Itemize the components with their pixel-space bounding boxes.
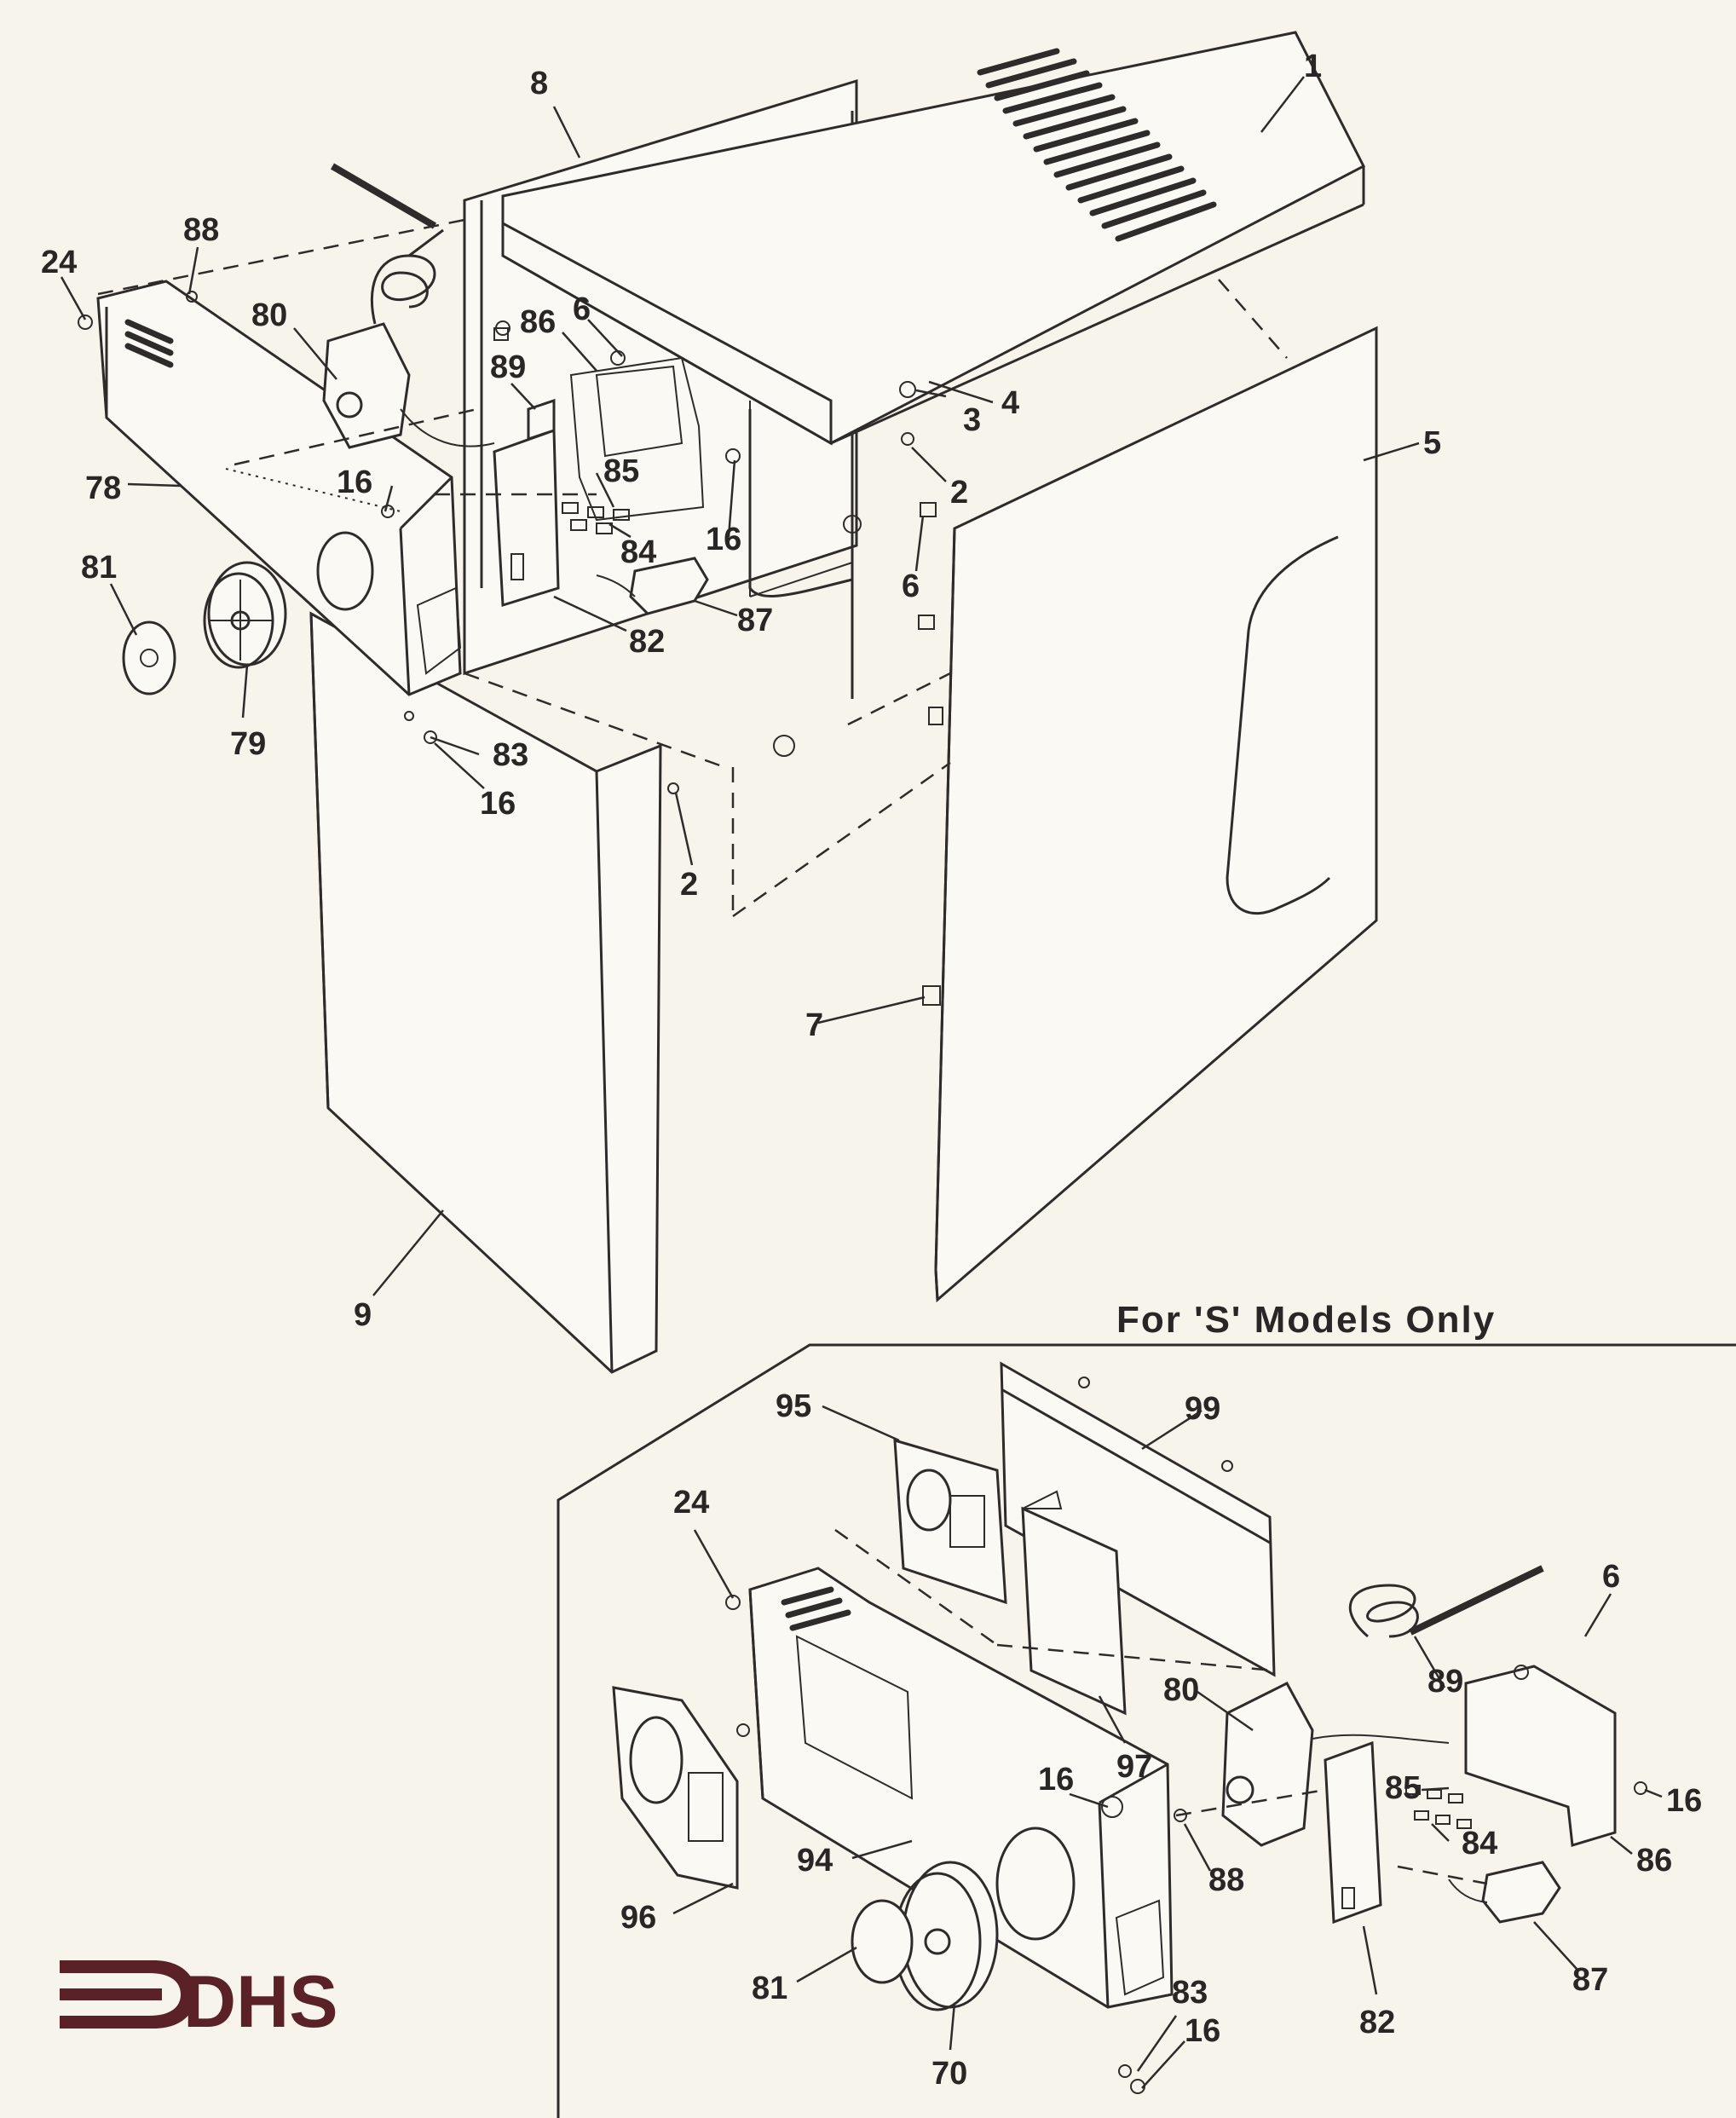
- callout-80: 80: [251, 297, 287, 333]
- part-89-block: [527, 398, 556, 441]
- callout-4: 4: [1001, 385, 1019, 421]
- callout-9: 9: [354, 1297, 372, 1333]
- callout-6b: 6: [902, 568, 920, 604]
- callout-85: 85: [603, 453, 639, 489]
- callout-89: 89: [490, 349, 526, 385]
- panel-bracket: [416, 586, 462, 675]
- callout-6a: 6: [573, 291, 591, 327]
- callout-24: 24: [41, 245, 77, 280]
- inset-callouts: 95 99 24 6 89 80 97 16 85 16 84 86 94 88…: [620, 1388, 1702, 2092]
- thermostat: [322, 163, 495, 449]
- inset-burner-87: [1481, 1861, 1561, 1924]
- inset-control-panel-94: [748, 1567, 1174, 2009]
- callout-16c: 16: [480, 786, 516, 822]
- callout-83: 83: [493, 737, 528, 773]
- side-window: [1226, 535, 1339, 915]
- inset-callout-94: 94: [797, 1843, 833, 1878]
- fixings: [78, 291, 943, 1006]
- panel-dial-opening: [316, 531, 374, 611]
- callout-78: 78: [85, 470, 121, 506]
- inset-callout-88: 88: [1208, 1862, 1244, 1898]
- inset-callout-86: 86: [1636, 1843, 1672, 1878]
- inset-callout-82: 82: [1359, 2005, 1395, 2040]
- inset-callout-99: 99: [1185, 1391, 1220, 1427]
- callout-1: 1: [1304, 49, 1322, 84]
- brand-text: DHS: [183, 1961, 338, 2043]
- inset-callout-84: 84: [1462, 1826, 1497, 1861]
- terminals-84-85: [562, 502, 630, 534]
- callout-2a: 2: [950, 475, 968, 511]
- inset-callout-97: 97: [1116, 1749, 1152, 1785]
- inset-callout-16a: 16: [1038, 1762, 1074, 1798]
- inset-knob-81: [851, 1899, 914, 1984]
- inset-leader-lines: [672, 1405, 1663, 2089]
- lid-vents: [977, 48, 1217, 242]
- callout-86: 86: [520, 304, 556, 340]
- callout-88: 88: [183, 212, 219, 248]
- inset-frame: [557, 1343, 1736, 2118]
- inset-callout-70: 70: [931, 2056, 967, 2092]
- main-callouts: 1 8 24 88 80 86 6 89 3 4 2 78 16 85 84 1…: [41, 49, 1441, 1333]
- inset-callout-16c: 16: [1185, 2013, 1220, 2049]
- inset-valve-plate-82: [1324, 1740, 1382, 1925]
- valve-plate: [493, 428, 560, 607]
- leader-lines: [60, 76, 1420, 1296]
- callout-7: 7: [805, 1007, 823, 1043]
- inset-heading: For 'S' Models Only: [1116, 1299, 1496, 1341]
- callout-3: 3: [963, 402, 981, 438]
- inset-callout-85: 85: [1385, 1770, 1421, 1806]
- inset-callout-16b: 16: [1666, 1783, 1702, 1819]
- callout-2b: 2: [680, 867, 698, 903]
- main-assembly: [60, 31, 1420, 1374]
- inset-bracket-86: [1464, 1665, 1617, 1847]
- right-side-panel: [934, 326, 1378, 1303]
- callout-84: 84: [620, 534, 656, 570]
- inset-callout-95: 95: [776, 1388, 811, 1424]
- inset-back-plate-99: [1000, 1361, 1276, 1677]
- inset-callout-96: 96: [620, 1900, 656, 1936]
- inset-callout-6: 6: [1602, 1559, 1620, 1595]
- callout-79: 79: [230, 726, 266, 762]
- inset-callout-24: 24: [673, 1485, 709, 1521]
- inset-box-97: [1021, 1506, 1127, 1716]
- inset-assembly: [612, 1361, 1663, 2094]
- callout-16a: 16: [337, 465, 372, 500]
- callout-82: 82: [629, 624, 665, 660]
- selector-dial-79: [203, 561, 287, 669]
- callout-16b: 16: [706, 522, 741, 557]
- dhs-logo: DHS: [60, 1960, 338, 2043]
- bracket-86: [569, 356, 705, 522]
- inset-callout-89: 89: [1427, 1664, 1463, 1700]
- knob-81: [122, 620, 176, 695]
- inset-panel-vents: [781, 1586, 851, 1631]
- callout-81: 81: [81, 550, 117, 586]
- inset-callout-87: 87: [1572, 1962, 1608, 1998]
- callout-87: 87: [737, 603, 773, 638]
- inset-callout-81: 81: [752, 1971, 787, 2006]
- callout-5: 5: [1423, 425, 1441, 461]
- inset-callout-80: 80: [1163, 1672, 1199, 1708]
- callout-8: 8: [530, 66, 548, 101]
- panel-vents: [124, 319, 174, 368]
- inset-callout-83: 83: [1172, 1975, 1208, 2011]
